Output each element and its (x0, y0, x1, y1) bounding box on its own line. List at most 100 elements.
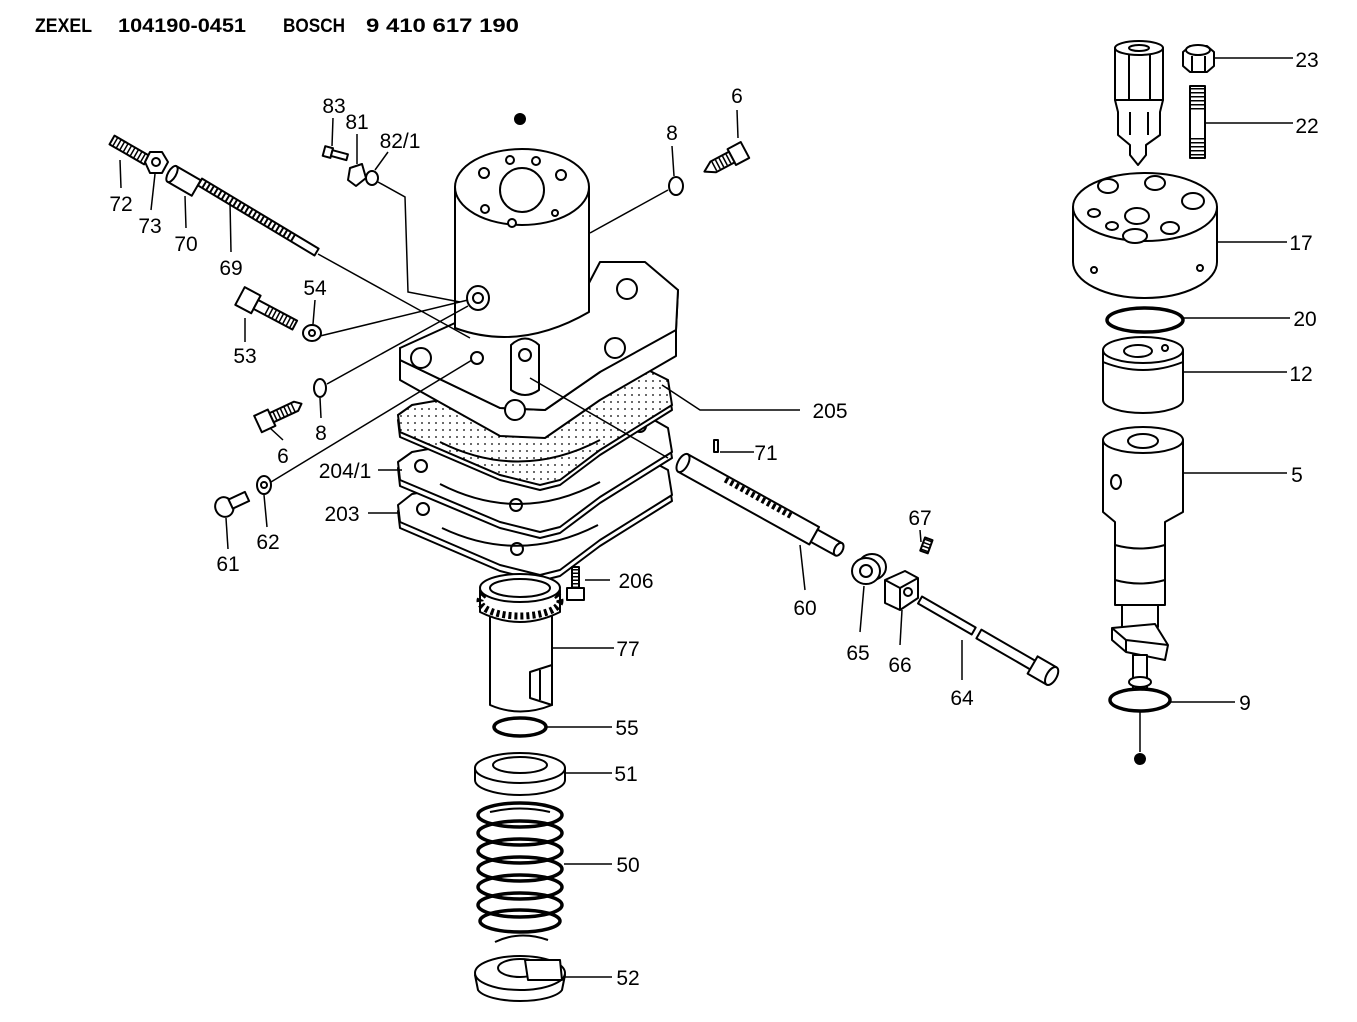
leader-70 (184, 195, 187, 229)
housing-lug (510, 337, 540, 396)
callout-12: 12 (1289, 363, 1312, 386)
leader-60 (799, 544, 806, 591)
callout-50: 50 (616, 854, 639, 877)
callout-206: 206 (618, 570, 653, 593)
plate-17-hole (1181, 192, 1205, 210)
part-50-spring (476, 801, 564, 934)
callout-52: 52 (616, 967, 639, 990)
plate-17-hole (1122, 228, 1148, 244)
part-77-control-sleeve (476, 573, 564, 713)
housing-cylinder (454, 148, 590, 338)
spring-coil (476, 801, 564, 829)
leader-8-top (671, 145, 675, 177)
callout-64: 64 (950, 687, 974, 710)
spring-coil (476, 891, 564, 919)
gear-ring-bore (489, 578, 551, 598)
part-83-screw (321, 145, 349, 162)
part-6-top-bolt (703, 141, 751, 174)
lower-seat-coil-end (494, 934, 549, 943)
ring-65-bore (859, 564, 873, 578)
leader-8-left (319, 397, 322, 419)
leader-54 (312, 299, 316, 325)
callout-23: 23 (1295, 49, 1318, 72)
lower-body-arc (441, 524, 599, 547)
element-5-bore (1127, 433, 1159, 449)
nut-73-bore (151, 157, 161, 167)
leader-82-1 (374, 151, 389, 171)
callout-205: 205 (812, 400, 847, 423)
gasket-204-1-hole (414, 459, 428, 473)
assembly-line-82-1 (377, 181, 461, 303)
spring-coil (478, 908, 562, 934)
part-61-plug (214, 490, 251, 518)
callout-labels: 83 81 82/1 6 8 72 73 70 69 54 53 6 8 205… (109, 49, 1318, 990)
lower-body-arc (439, 481, 601, 505)
reference-dot (514, 113, 526, 125)
leader-lines (119, 57, 1293, 978)
callout-8-top: 8 (666, 122, 678, 145)
spacer-12-chamfer (1102, 361, 1184, 371)
callout-51: 51 (614, 763, 637, 786)
leader-73 (150, 173, 156, 211)
plate-17-hole (1160, 221, 1180, 235)
header-oem-number: 9 410 617 190 (366, 16, 519, 37)
spring-inner-edge (489, 807, 551, 813)
block-66-hole (903, 587, 913, 597)
part-65-ring (851, 553, 887, 585)
part-71-pin (713, 439, 719, 453)
flange-bolt-hole (604, 337, 626, 359)
part-70-sleeve (165, 164, 202, 197)
part-8-top-washer (668, 176, 684, 196)
part-5-element (1102, 426, 1184, 690)
nut-23-edges (1191, 56, 1206, 72)
leader-62 (263, 494, 268, 528)
plate-17-hole (1105, 221, 1119, 231)
part-22-stud (1189, 85, 1206, 159)
assembly-line-rack (529, 377, 669, 459)
rack-60-pin-end (832, 541, 845, 557)
spring-coil (476, 837, 564, 865)
cylinder-top-hole (480, 204, 490, 214)
bolt-6-top-threads (710, 154, 732, 172)
part-67-screw (919, 536, 934, 555)
spacer-12-bore (1123, 344, 1153, 358)
pin-71-body (713, 439, 719, 453)
lower-body-arc (439, 439, 601, 463)
callout-69: 69 (219, 257, 242, 280)
callout-72: 72 (109, 193, 132, 216)
plate-17-hole (1097, 178, 1119, 194)
spring-coil (476, 819, 564, 847)
callout-53: 53 (233, 345, 256, 368)
leader-72 (119, 159, 122, 189)
leader-69 (229, 201, 232, 253)
rack-60-teeth (723, 476, 793, 519)
callout-82-1: 82/1 (380, 130, 421, 153)
lug-body (510, 337, 540, 396)
part-72-screw (108, 134, 151, 166)
screw-206-head (566, 587, 585, 601)
callout-6-top: 6 (731, 85, 743, 108)
part-82-1-washer (365, 170, 379, 186)
part-52-lower-seat (474, 934, 566, 1002)
assembly-line-top-bolt (589, 189, 669, 234)
plate-17-hole (1144, 175, 1166, 191)
leader-6-top (736, 109, 739, 139)
leader-65 (859, 585, 865, 633)
part-23-nut (1182, 44, 1215, 73)
cylinder-top-hole (478, 167, 490, 179)
leader-83 (331, 117, 334, 147)
callout-60: 60 (793, 597, 816, 620)
bolt-53-threads (264, 306, 296, 329)
housing-flange (399, 261, 679, 439)
leader-67 (919, 529, 922, 543)
assembly-line-8-left (326, 305, 469, 385)
callout-65: 65 (846, 642, 869, 665)
plate-17-side-hole (1090, 266, 1098, 274)
leader-6-left (269, 427, 284, 441)
plunger-collar (1128, 676, 1152, 688)
sleeve-70-end (165, 164, 179, 184)
cylinder-bore (499, 167, 545, 213)
callout-5: 5 (1291, 464, 1303, 487)
plunger-foot-edge (1111, 627, 1169, 652)
